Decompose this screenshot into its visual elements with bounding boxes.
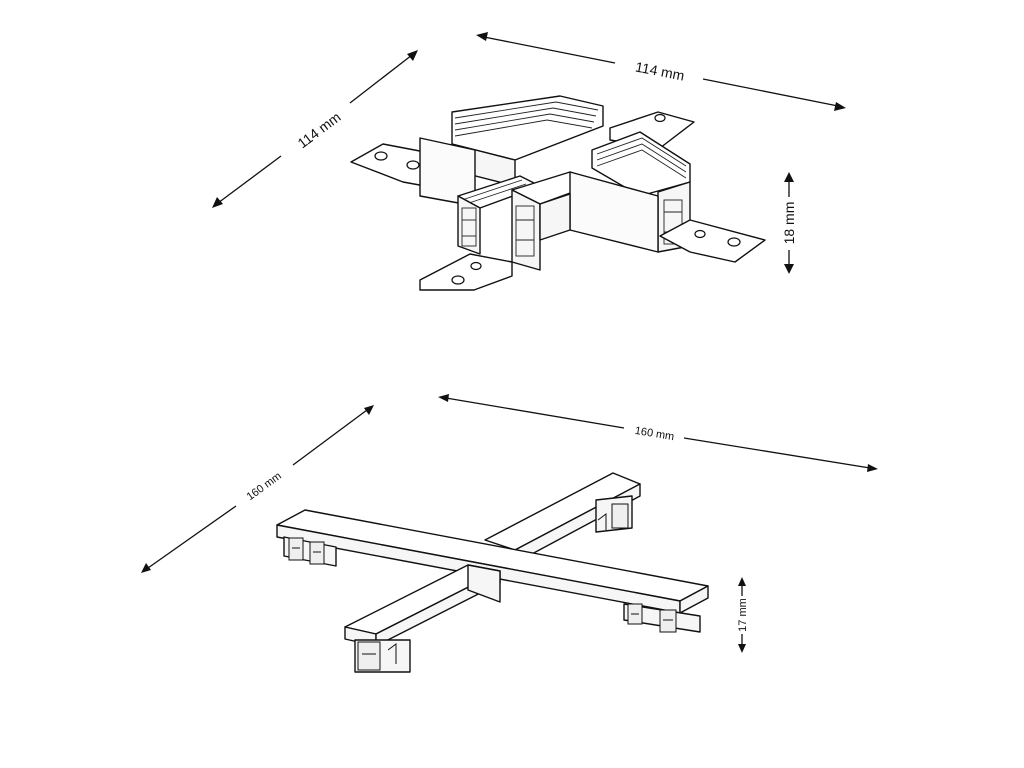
top-width-dimension: 114 mm: [476, 32, 846, 111]
bottom-width-label: 160 mm: [634, 425, 675, 443]
bottom-height-dimension: 17 mm: [737, 577, 749, 653]
arm-left: [419, 137, 541, 255]
mounting-tab-left: [350, 143, 426, 187]
bottom-depth-label: 160 mm: [245, 470, 284, 503]
top-width-label: 114 mm: [634, 59, 686, 84]
bottom-clip-right: [627, 603, 677, 633]
top-height-dimension: 18 mm: [781, 172, 797, 274]
top-depth-label: 114 mm: [294, 109, 343, 152]
top-depth-dimension: 114 mm: [212, 50, 418, 208]
bottom-x-connector: [276, 472, 709, 673]
bottom-arm-front: [344, 564, 501, 673]
bottom-arm-back: [484, 472, 641, 556]
bottom-width-dimension: 160 mm: [438, 394, 878, 472]
top-height-label: 18 mm: [781, 202, 797, 245]
mounting-tab-bottom-left: [419, 253, 513, 291]
bottom-clip-back: [597, 503, 629, 530]
bottom-clip-front: [357, 641, 397, 671]
arm-back: [451, 95, 604, 187]
top-x-connector: [350, 95, 766, 291]
mounting-tab-right: [659, 219, 766, 263]
bottom-height-label: 17 mm: [737, 598, 749, 632]
bottom-clip-left: [288, 537, 325, 565]
arm-front: [511, 171, 659, 271]
